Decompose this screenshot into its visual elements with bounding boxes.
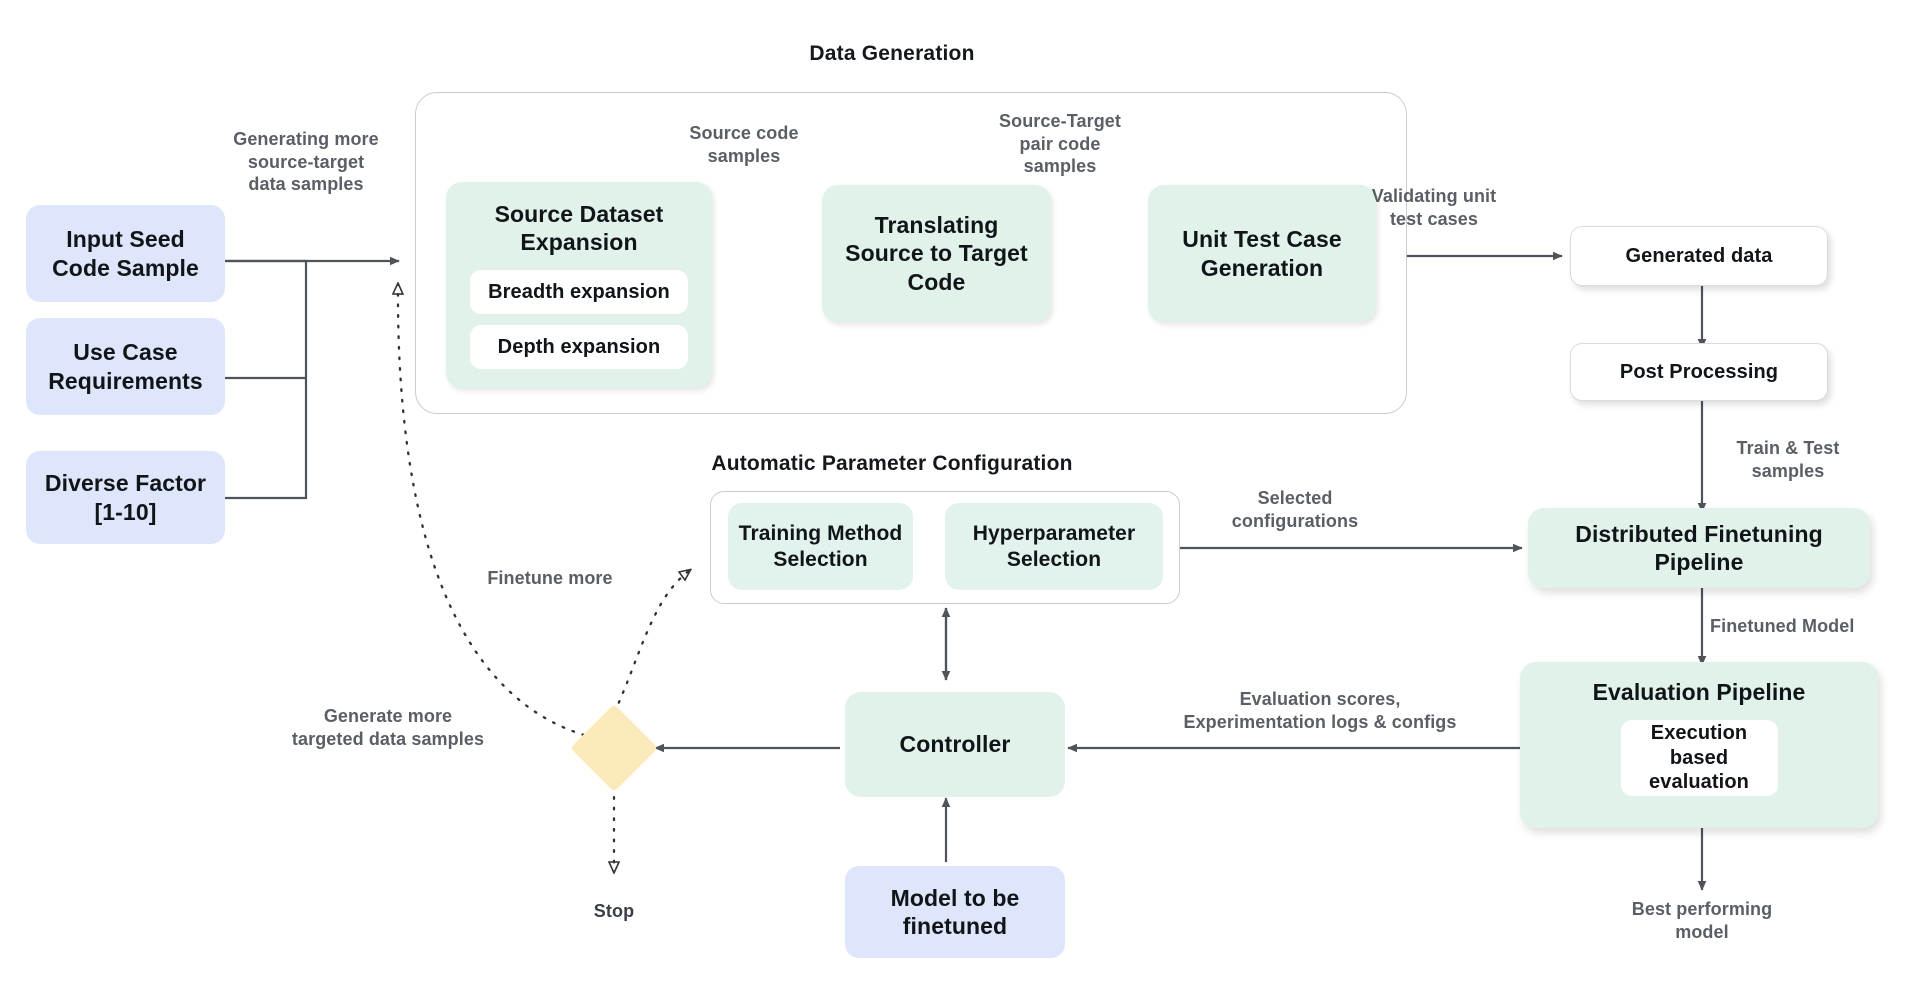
evaluation-pipeline-label: Evaluation Pipeline [1592,679,1806,705]
execution-based-evaluation-label: Execution based evaluation [1649,722,1749,794]
edge-label-source-code-samples: Source code samples [689,123,799,166]
unit-test-label: Unit Test Case Generation [1182,226,1342,281]
automatic-parameter-configuration-title: Automatic Parameter Configuration [711,452,1073,475]
breadth-expansion-box[interactable]: Breadth expansion [470,270,688,315]
edge-label-evaluation-scores: Evaluation scores, Experimentation logs … [1183,689,1457,732]
execution-based-evaluation-box[interactable]: Execution based evaluation [1620,720,1778,797]
training-method-selection-box[interactable]: Training Method Selection [728,503,913,590]
input-seed-code-sample-box[interactable]: Input Seed Code Sample [26,205,225,302]
data-generation-title: Data Generation [809,42,975,65]
edge-label-finetune-more: Finetune more [487,568,613,588]
depth-expansion-label: Depth expansion [497,335,661,358]
distributed-finetuning-pipeline-box[interactable]: Distributed Finetuning Pipeline [1528,508,1870,588]
hyperparameter-selection-label: Hyperparameter Selection [972,521,1136,571]
translating-source-to-target-box[interactable]: Translating Source to Target Code [822,185,1051,322]
decision-diamond-node[interactable] [570,704,658,792]
diverse-factor-box[interactable]: Diverse Factor [1-10] [26,451,225,544]
breadth-expansion-label: Breadth expansion [488,280,670,303]
edge-label-best-performing-model: Best performing model [1631,899,1773,942]
edge-label-finetuned-model: Finetuned Model [1710,616,1855,636]
edge-label-selected-configurations: Selected configurations [1231,488,1359,531]
edge-label-validating-unit-tests: Validating unit test cases [1371,186,1497,229]
unit-test-case-generation-box[interactable]: Unit Test Case Generation [1148,185,1376,322]
source-dataset-expansion-box[interactable]: Source Dataset Expansion Breadth expansi… [446,182,712,388]
post-processing-box[interactable]: Post Processing [1570,343,1828,401]
source-dataset-expansion-label: Source Dataset Expansion [494,201,664,256]
controller-label: Controller [899,731,1011,758]
generated-data-box[interactable]: Generated data [1570,226,1828,286]
training-method-selection-label: Training Method Selection [738,521,903,571]
stop-label: Stop [593,901,635,921]
use-case-requirements-label: Use Case Requirements [48,339,203,394]
use-case-requirements-box[interactable]: Use Case Requirements [26,318,225,415]
distributed-finetuning-pipeline-label: Distributed Finetuning Pipeline [1575,520,1823,575]
hyperparameter-selection-box[interactable]: Hyperparameter Selection [945,503,1163,590]
input-seed-code-sample-label: Input Seed Code Sample [52,226,199,281]
model-to-be-finetuned-label: Model to be finetuned [890,884,1020,939]
translating-label: Translating Source to Target Code [845,212,1028,295]
depth-expansion-box[interactable]: Depth expansion [470,325,688,370]
edge-label-generating-more: Generating more source-target data sampl… [233,129,379,194]
generated-data-label: Generated data [1625,244,1773,267]
edge-label-train-test-samples: Train & Test samples [1736,438,1840,481]
diverse-factor-label: Diverse Factor [1-10] [44,470,207,525]
edge-label-source-target-pair: Source-Target pair code samples [999,111,1121,176]
post-processing-label: Post Processing [1619,360,1779,383]
model-to-be-finetuned-box[interactable]: Model to be finetuned [845,866,1065,958]
controller-box[interactable]: Controller [845,692,1065,797]
edge-label-generate-more-targeted: Generate more targeted data samples [291,706,485,749]
evaluation-pipeline-box[interactable]: Evaluation Pipeline Execution based eval… [1520,662,1878,828]
